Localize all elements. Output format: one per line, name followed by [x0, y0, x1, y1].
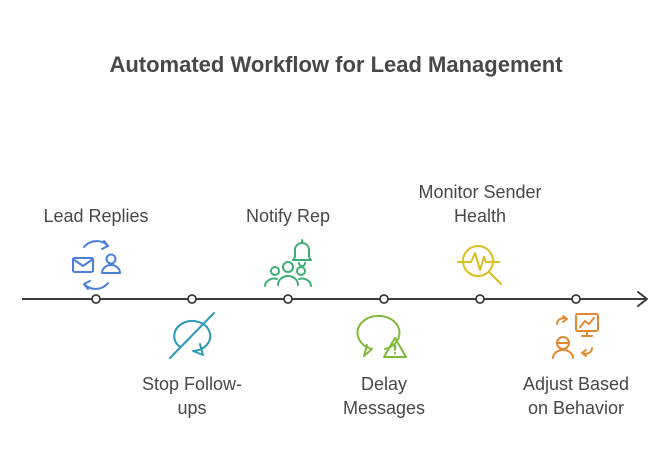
step-label-notify-rep: Notify Rep	[245, 206, 331, 226]
person-chart-adjust-icon	[552, 313, 599, 359]
diagram-title: Automated Workflow for Lead Management	[109, 52, 563, 77]
timeline-marker	[475, 294, 485, 304]
timeline-marker	[283, 294, 293, 304]
timeline-marker	[187, 294, 197, 304]
team-bell-icon	[264, 239, 312, 287]
timeline-marker	[91, 294, 101, 304]
timeline-arrowhead	[637, 291, 648, 307]
step-label-stop-follow-ups: Stop Follow-ups	[141, 374, 243, 418]
chat-warning-icon	[356, 314, 407, 358]
mail-person-cycle-icon	[72, 240, 121, 290]
timeline-marker	[379, 294, 389, 304]
step-label-lead-replies: Lead Replies	[43, 206, 149, 226]
timeline-marker	[571, 294, 581, 304]
chat-bubble-slash-icon	[169, 312, 215, 359]
timeline-markers	[91, 294, 581, 304]
heartbeat-magnifier-icon	[457, 245, 502, 285]
